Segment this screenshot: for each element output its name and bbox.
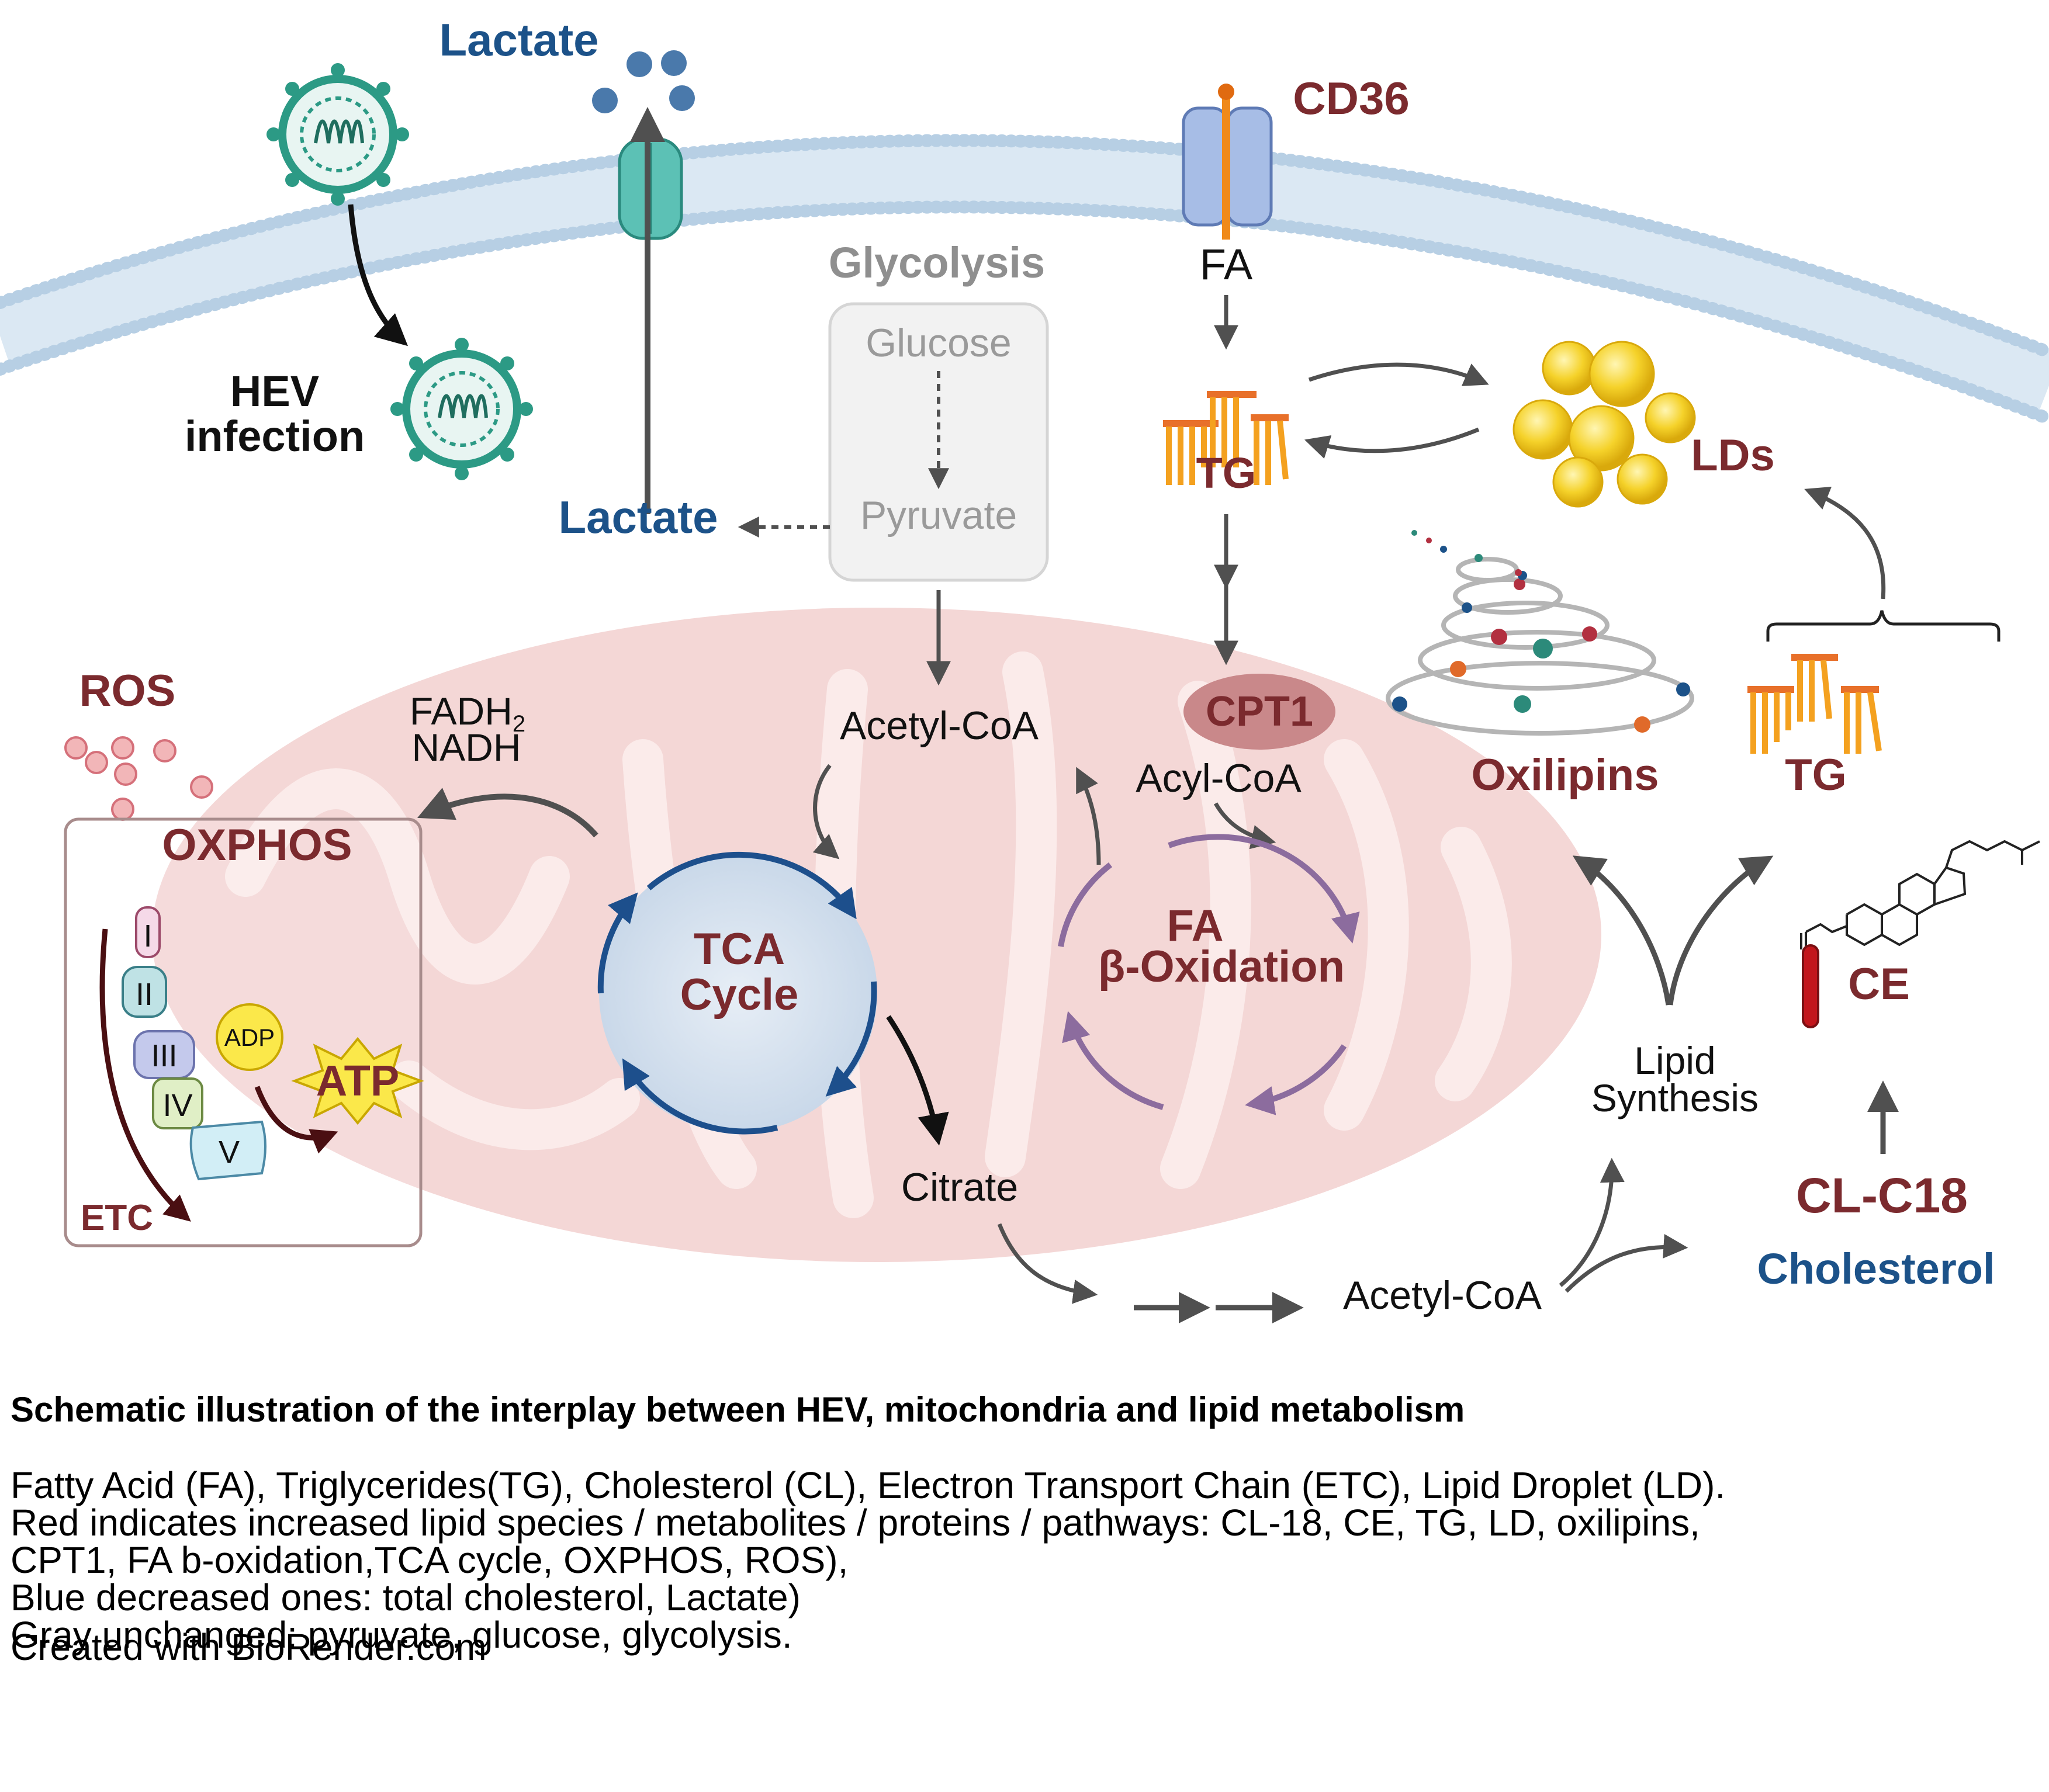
hev-label-line1: HEV	[230, 367, 319, 415]
fa-oxidation-label-line1: FA	[1167, 901, 1223, 951]
fa-oxidation-arrows	[1058, 834, 1360, 1115]
acyl-coa-label: Acyl-CoA	[1136, 756, 1302, 800]
caption-body: Fatty Acid (FA), Triglycerides(TG), Chol…	[11, 1464, 1726, 1656]
lactate-mid-label: Lactate	[558, 491, 718, 543]
ce-label: CE	[1848, 959, 1910, 1009]
cd36-transporter	[1182, 84, 1273, 240]
hev-entry-arrow	[348, 204, 409, 346]
lactate-top-label: Lactate	[439, 14, 598, 65]
cpt1-ellipse	[1183, 674, 1335, 750]
lipid-synthesis-label-line1: Lipid	[1634, 1039, 1715, 1082]
lipid-synthesis-to-tg-arrow	[1667, 855, 1774, 1006]
adp-to-atp-arrow	[254, 1086, 338, 1154]
hev-virus-outside	[266, 63, 409, 206]
tca-label-line2: Cycle	[680, 970, 799, 1020]
fadh2-label: FADH2	[410, 689, 525, 737]
adp-label: ADP	[224, 1024, 275, 1051]
tg-right-label: TG	[1785, 750, 1847, 800]
complex-ii-label: II	[136, 977, 153, 1012]
atp-burst	[291, 1037, 424, 1125]
lds-to-tg-arrow	[1304, 427, 1480, 459]
etc-complexes	[122, 906, 266, 1181]
lipid-synthesis-label-line2: Synthesis	[1591, 1076, 1759, 1119]
cpt1-label: CPT1	[1206, 688, 1313, 735]
tca-to-oxphos-arrow	[417, 788, 598, 838]
hev-virus-inside	[390, 338, 533, 480]
faox-to-cpt1-arrow	[1076, 767, 1101, 865]
tca-to-citrate-arrow	[886, 1015, 949, 1146]
citrate-to-acetylcoa-arrow-1	[997, 1223, 1098, 1304]
pyruvate-label: Pyruvate	[860, 493, 1017, 538]
ce-icon	[1802, 944, 1819, 1028]
acetylcoa-to-tca-arrow	[812, 764, 840, 859]
brace-to-lds-arrow	[1804, 486, 1886, 599]
cholesterol-label: Cholesterol	[1757, 1245, 1995, 1293]
tca-cycle-circle	[599, 854, 877, 1132]
lactate-molecules	[592, 50, 695, 113]
ros-label: ROS	[79, 666, 176, 716]
tca-cycle-arrows	[597, 851, 877, 1135]
cl-c18-label: CL-C18	[1796, 1168, 1968, 1223]
fadh2-text: FADH	[410, 689, 513, 733]
tg-to-lds-arrow	[1308, 362, 1489, 386]
oxphos-label: OXPHOS	[162, 820, 352, 870]
oxilipins-icon	[1386, 530, 1694, 736]
acetyl-coa-bottom-label: Acetyl-CoA	[1343, 1273, 1542, 1318]
cholesteryl-ester-structure	[1800, 840, 2040, 949]
tg-right-icon	[1747, 654, 1882, 754]
tg-top-label: TG	[1196, 449, 1257, 497]
hev-label-line2: infection	[185, 412, 365, 460]
fa-oxidation-label-line2: β-Oxidation	[1098, 942, 1345, 992]
cell-membrane	[0, 134, 2049, 425]
complex-v-label: V	[219, 1135, 240, 1170]
tg-right-brace	[1766, 610, 2000, 642]
acylcoa-to-faox-arrow	[1213, 802, 1276, 850]
lds-label: LDs	[1691, 431, 1775, 480]
fadh2-subscript: 2	[513, 711, 525, 737]
etc-label: ETC	[81, 1198, 153, 1238]
adp-circle	[216, 1003, 283, 1071]
etc-arrow	[99, 928, 191, 1222]
caption-credit: Created with BioRender.com	[11, 1626, 487, 1668]
lipid-synthesis-to-oxilipins-arrow	[1572, 855, 1671, 1006]
cd36-label: CD36	[1293, 72, 1409, 124]
oxilipins-label: Oxilipins	[1472, 750, 1659, 800]
tg-top-icon	[1163, 391, 1289, 485]
nadh-label: NADH	[411, 726, 521, 769]
glucose-label: Glucose	[866, 321, 1011, 365]
complex-iii-label: III	[151, 1038, 177, 1073]
acetylcoa-to-lipid-synthesis-arrow	[1559, 1157, 1625, 1287]
citrate-label: Citrate	[901, 1165, 1018, 1209]
acetyl-coa-top-label: Acetyl-CoA	[840, 703, 1039, 748]
lipid-droplets-icon	[1512, 341, 1696, 508]
complex-i-label: I	[143, 918, 152, 954]
complex-iv-label: IV	[162, 1088, 192, 1123]
tca-label-line1: TCA	[694, 924, 785, 974]
atp-label: ATP	[316, 1056, 400, 1105]
glycolysis-label: Glycolysis	[829, 238, 1045, 287]
ros-molecules	[64, 736, 213, 821]
caption-title: Schematic illustration of the interplay …	[11, 1390, 1465, 1429]
fa-label: FA	[1200, 240, 1253, 289]
acetylcoa-to-cholesterol-arrow	[1565, 1233, 1688, 1293]
mitochondrion	[152, 608, 1601, 1262]
